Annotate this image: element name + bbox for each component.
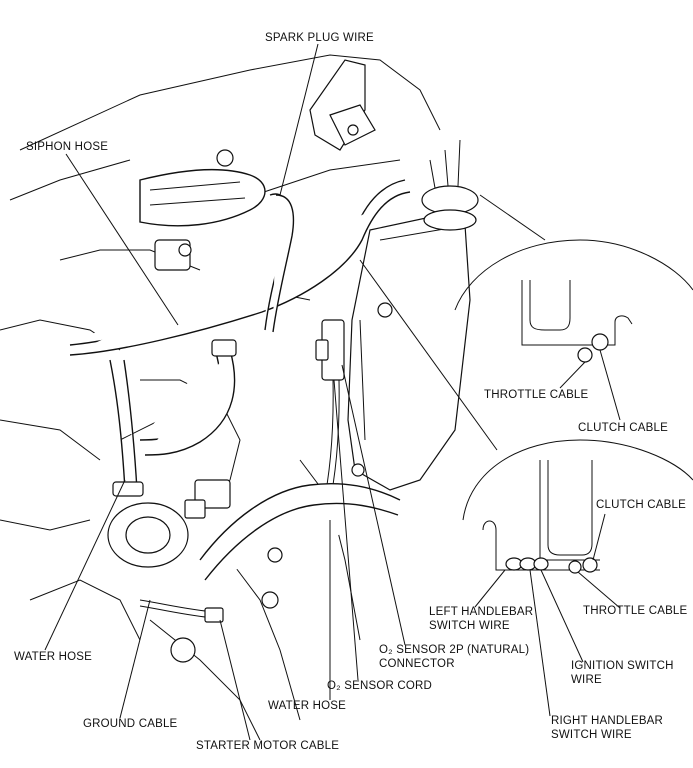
label-right-handlebar-switch-wire: RIGHT HANDLEBAR SWITCH WIRE [551, 715, 664, 741]
label-clutch-cable-bottom: CLUTCH CABLE [596, 499, 686, 511]
spark-plug-wire [239, 174, 295, 333]
lower-connector [184, 479, 231, 519]
siphon-hose [69, 179, 411, 356]
label-spark-plug-wire: SPARK PLUG WIRE [265, 32, 374, 44]
leader-lines [44, 43, 406, 741]
label-throttle-cable-bottom: THROTTLE CABLE [583, 605, 688, 617]
label-water-hose-left: WATER HOSE [14, 651, 93, 663]
middle-hose [139, 339, 237, 456]
reservoir-tank [347, 214, 471, 491]
label-water-hose-bottom: WATER HOSE [268, 700, 347, 712]
label-ignition-switch-wire: IGNITION SWITCH WIRE [571, 660, 674, 686]
label-clutch-cable-top: CLUTCH CABLE [578, 422, 668, 434]
lower-cables [139, 547, 283, 663]
top-bracket [309, 59, 376, 151]
label-ground-cable: GROUND CABLE [83, 718, 178, 730]
label-throttle-cable-top: THROTTLE CABLE [484, 389, 589, 401]
label-o2-sensor-cord: O₂ SENSOR CORD [327, 680, 433, 692]
water-hose-lower [107, 482, 401, 581]
label-o2-sensor-connector: O₂ SENSOR 2P (NATURAL) CONNECTOR [379, 644, 530, 670]
inset-bottom [359, 259, 693, 717]
tank-cap [421, 139, 479, 231]
label-starter-motor-cable: STARTER MOTOR CABLE [196, 740, 340, 752]
water-hose-left-part [109, 359, 144, 497]
label-siphon-hose: SIPHON HOSE [26, 141, 109, 153]
wire-harness [139, 149, 266, 271]
label-left-handlebar-switch-wire: LEFT HANDLEBAR SWITCH WIRE [429, 606, 534, 632]
inset-top [454, 194, 693, 421]
